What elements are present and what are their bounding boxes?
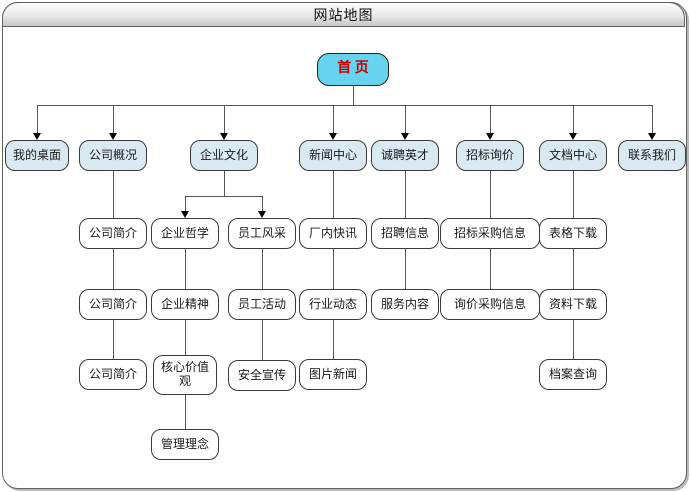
node-form-download[interactable]: 表格下载: [539, 218, 607, 249]
arrow-down-icon: [486, 133, 494, 140]
connector-line: [224, 105, 225, 133]
arrow-down-icon: [220, 133, 228, 140]
connector-line: [333, 171, 334, 361]
node-core-values[interactable]: 核心价值观: [153, 355, 217, 395]
node-recruitment-info[interactable]: 招聘信息: [371, 218, 439, 249]
node-news-center[interactable]: 新闻中心: [299, 140, 367, 171]
connector-line: [113, 105, 114, 133]
node-staff-style[interactable]: 员工风采: [228, 218, 296, 249]
window-titlebar: 网站地图: [2, 2, 685, 27]
node-company-overview[interactable]: 公司概况: [79, 140, 147, 171]
arrow-down-icon: [648, 133, 656, 140]
connector-line: [573, 171, 574, 361]
arrow-down-icon: [329, 133, 337, 140]
node-document-center[interactable]: 文档中心: [539, 140, 607, 171]
connector-line: [37, 105, 38, 133]
node-data-download[interactable]: 资料下载: [539, 289, 607, 320]
connector-line: [573, 105, 574, 133]
arrow-down-icon: [258, 211, 266, 218]
node-company-profile-2[interactable]: 公司简介: [79, 289, 147, 320]
arrow-down-icon: [181, 211, 189, 218]
node-service-content[interactable]: 服务内容: [371, 289, 439, 320]
connector-line: [333, 105, 334, 133]
connector-line: [185, 249, 186, 430]
node-recruitment[interactable]: 诚聘英才: [371, 140, 439, 171]
connector-line: [262, 196, 263, 211]
connector-line: [185, 196, 263, 197]
node-corporate-culture[interactable]: 企业文化: [190, 140, 258, 171]
connector-line: [185, 196, 186, 211]
arrow-down-icon: [109, 133, 117, 140]
node-industry-trends[interactable]: 行业动态: [299, 289, 367, 320]
page-title: 网站地图: [313, 8, 374, 24]
node-staff-activities[interactable]: 员工活动: [228, 289, 296, 320]
connector-line: [490, 105, 491, 133]
node-inquiry-procurement-info[interactable]: 询价采购信息: [440, 289, 540, 320]
node-bidding-procurement-info[interactable]: 招标采购信息: [440, 218, 540, 249]
connector-line: [113, 171, 114, 361]
connector-line: [353, 86, 354, 105]
node-archive-query[interactable]: 档案查询: [539, 359, 607, 390]
arrow-down-icon: [401, 133, 409, 140]
node-company-profile-3[interactable]: 公司简介: [79, 359, 147, 390]
node-home[interactable]: 首 页: [317, 53, 389, 86]
connector-line: [652, 105, 653, 133]
node-photo-news[interactable]: 图片新闻: [299, 359, 367, 390]
node-my-desktop[interactable]: 我的桌面: [5, 140, 69, 171]
node-safety-promotion[interactable]: 安全宣传: [228, 360, 296, 391]
node-management-philosophy[interactable]: 管理理念: [151, 429, 219, 460]
connector-line: [224, 171, 225, 197]
node-corporate-spirit[interactable]: 企业精神: [151, 289, 219, 320]
arrow-down-icon: [33, 133, 41, 140]
node-bidding-inquiry[interactable]: 招标询价: [456, 140, 524, 171]
node-contact-us[interactable]: 联系我们: [618, 140, 686, 171]
arrow-down-icon: [569, 133, 577, 140]
node-factory-news[interactable]: 厂内快讯: [299, 218, 367, 249]
node-company-profile-1[interactable]: 公司简介: [79, 218, 147, 249]
node-corporate-philosophy[interactable]: 企业哲学: [151, 218, 219, 249]
connector-line: [405, 105, 406, 133]
connector-line: [37, 105, 653, 106]
